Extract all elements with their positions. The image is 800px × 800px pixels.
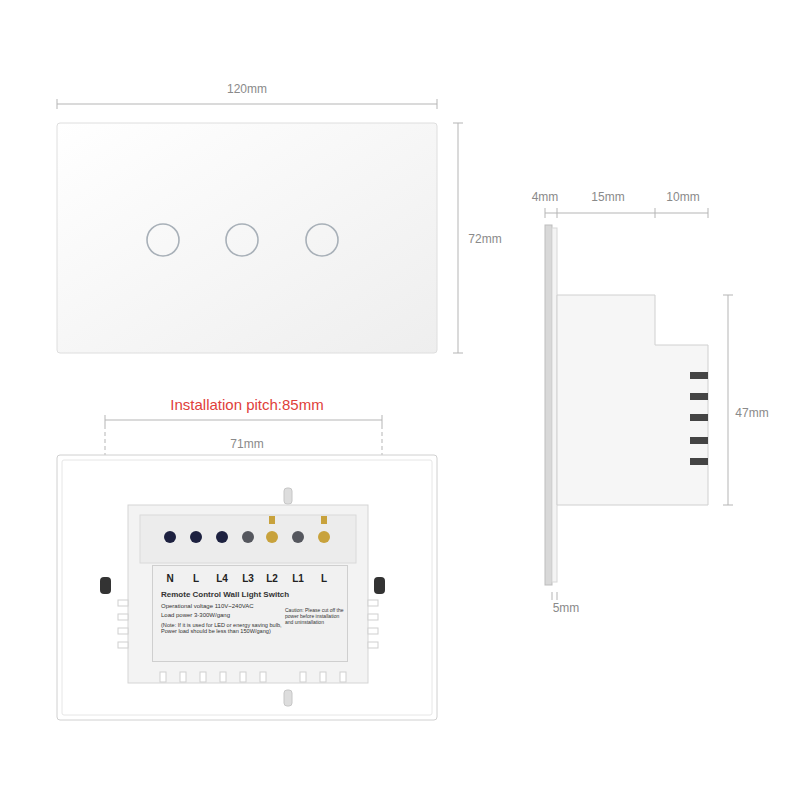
sticker-text: (Note: If it is used for LED or energy s… [161,622,283,635]
sticker-text: Load power 3-300W/gang [161,612,281,619]
dimension-label: 71mm [230,438,263,451]
terminal-label: L3 [242,573,254,584]
terminal-label: L1 [292,573,304,584]
mount-hole [374,577,385,594]
dimension-label: 72mm [468,233,501,246]
dimension-label: 120mm [227,83,267,96]
dimension-label: 4mm [532,191,559,204]
sticker-title: Remote Control Wall Light Switch [161,590,311,599]
pitch-label: Installation pitch:85mm [170,397,323,414]
sticker-text: Operational voltage 110V~240VAC [161,603,281,610]
bottom-slot [284,690,292,706]
mount-hole [100,577,111,594]
terminal-label: L4 [216,573,228,584]
front-panel [57,123,437,353]
top-slot [284,488,292,504]
sticker-text: Caution: Please cut off the power before… [285,608,345,625]
housing [128,505,368,683]
glass-edge [545,225,552,585]
touch-buttons [147,224,338,256]
frame-edge [552,228,557,582]
back-panel [57,455,437,720]
terminal-screws [164,516,330,543]
switch-body-side [557,295,708,505]
terminal-label: L2 [266,573,278,584]
back-panel-inner-edge [62,460,432,715]
dimension-label: 15mm [591,191,624,204]
terminal-block [140,515,356,563]
terminal-label: N [166,573,173,584]
terminal-label: L [321,573,327,584]
dimension-label: 5mm [553,602,580,615]
dimension-label: 47mm [735,407,768,420]
dimension-label: 10mm [666,191,699,204]
side-vents [690,372,708,465]
terminal-label: L [193,573,199,584]
